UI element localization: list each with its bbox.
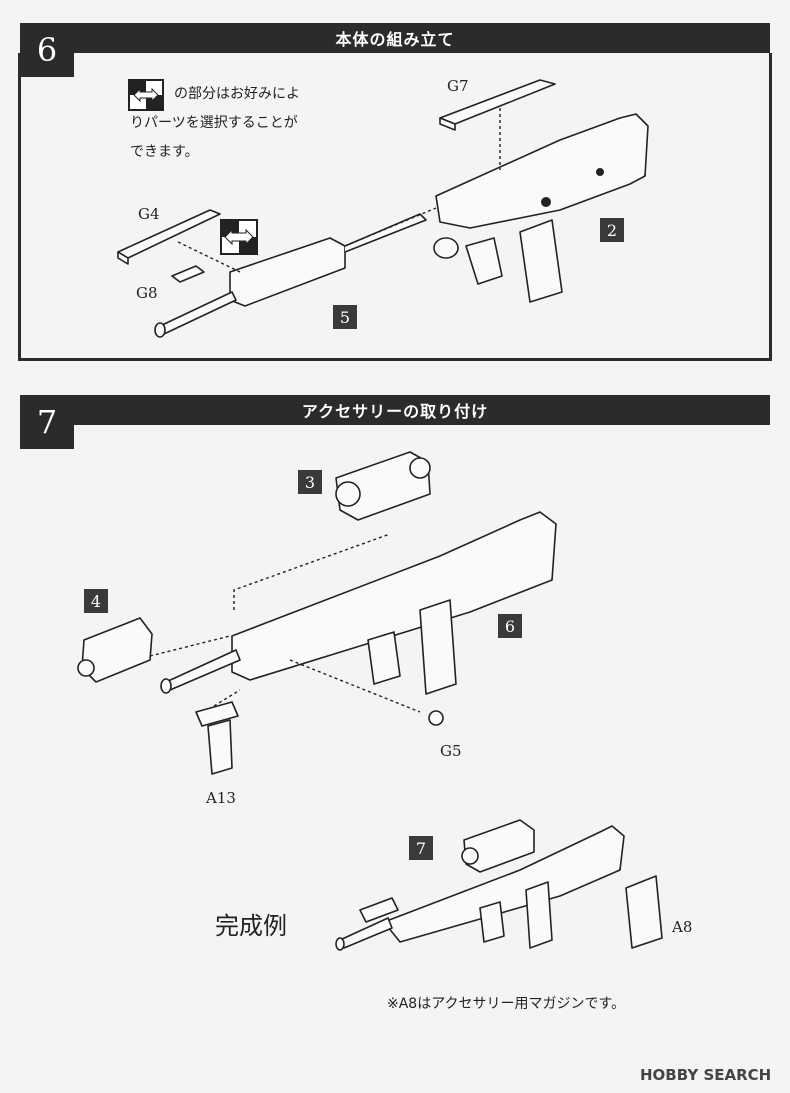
step-6-rifle-illustration	[117, 79, 649, 338]
part-badge-6: 6	[498, 614, 522, 638]
completion-badge-7: 7	[409, 836, 433, 860]
part-label-a8: A8	[672, 918, 693, 936]
step-6-frame	[18, 53, 772, 361]
step-7-rifle-illustration	[77, 451, 557, 775]
part-label-g5: G5	[440, 742, 462, 760]
step-6-title: 本体の組み立て	[20, 23, 770, 53]
footnote: ※A8はアクセサリー用マガジンです。	[387, 996, 626, 1012]
completed-rifle-illustration	[335, 819, 663, 951]
note-line-2: りパーツを選択することが	[130, 115, 298, 131]
part-label-g8: G8	[136, 284, 158, 302]
part-label-a13: A13	[206, 789, 236, 807]
swap-icon	[128, 79, 164, 111]
note-line-3: できます。	[130, 144, 199, 160]
step-number-7: 7	[20, 395, 74, 449]
completion-label: 完成例	[215, 912, 287, 940]
watermark-logo: HOBBY SEARCH	[640, 1066, 771, 1084]
step-number-6-box: 6	[20, 23, 74, 77]
part-badge-3: 3	[298, 470, 322, 494]
part-badge-2: 2	[600, 218, 624, 242]
note-line-1: の部分はお好みによ	[174, 86, 300, 102]
watermark-brand: HOBBY	[640, 1066, 699, 1084]
part-label-g4: G4	[138, 205, 160, 223]
part-badge-4: 4	[84, 589, 108, 613]
choice-note: の部分はお好みによ りパーツを選択することが できます。	[130, 80, 350, 167]
step-7-title: アクセサリーの取り付け	[20, 395, 770, 425]
watermark-suffix: SEARCH	[703, 1066, 772, 1084]
part-label-g7: G7	[447, 77, 469, 95]
swap-icon-2	[220, 219, 258, 255]
part-badge-5: 5	[333, 305, 357, 329]
